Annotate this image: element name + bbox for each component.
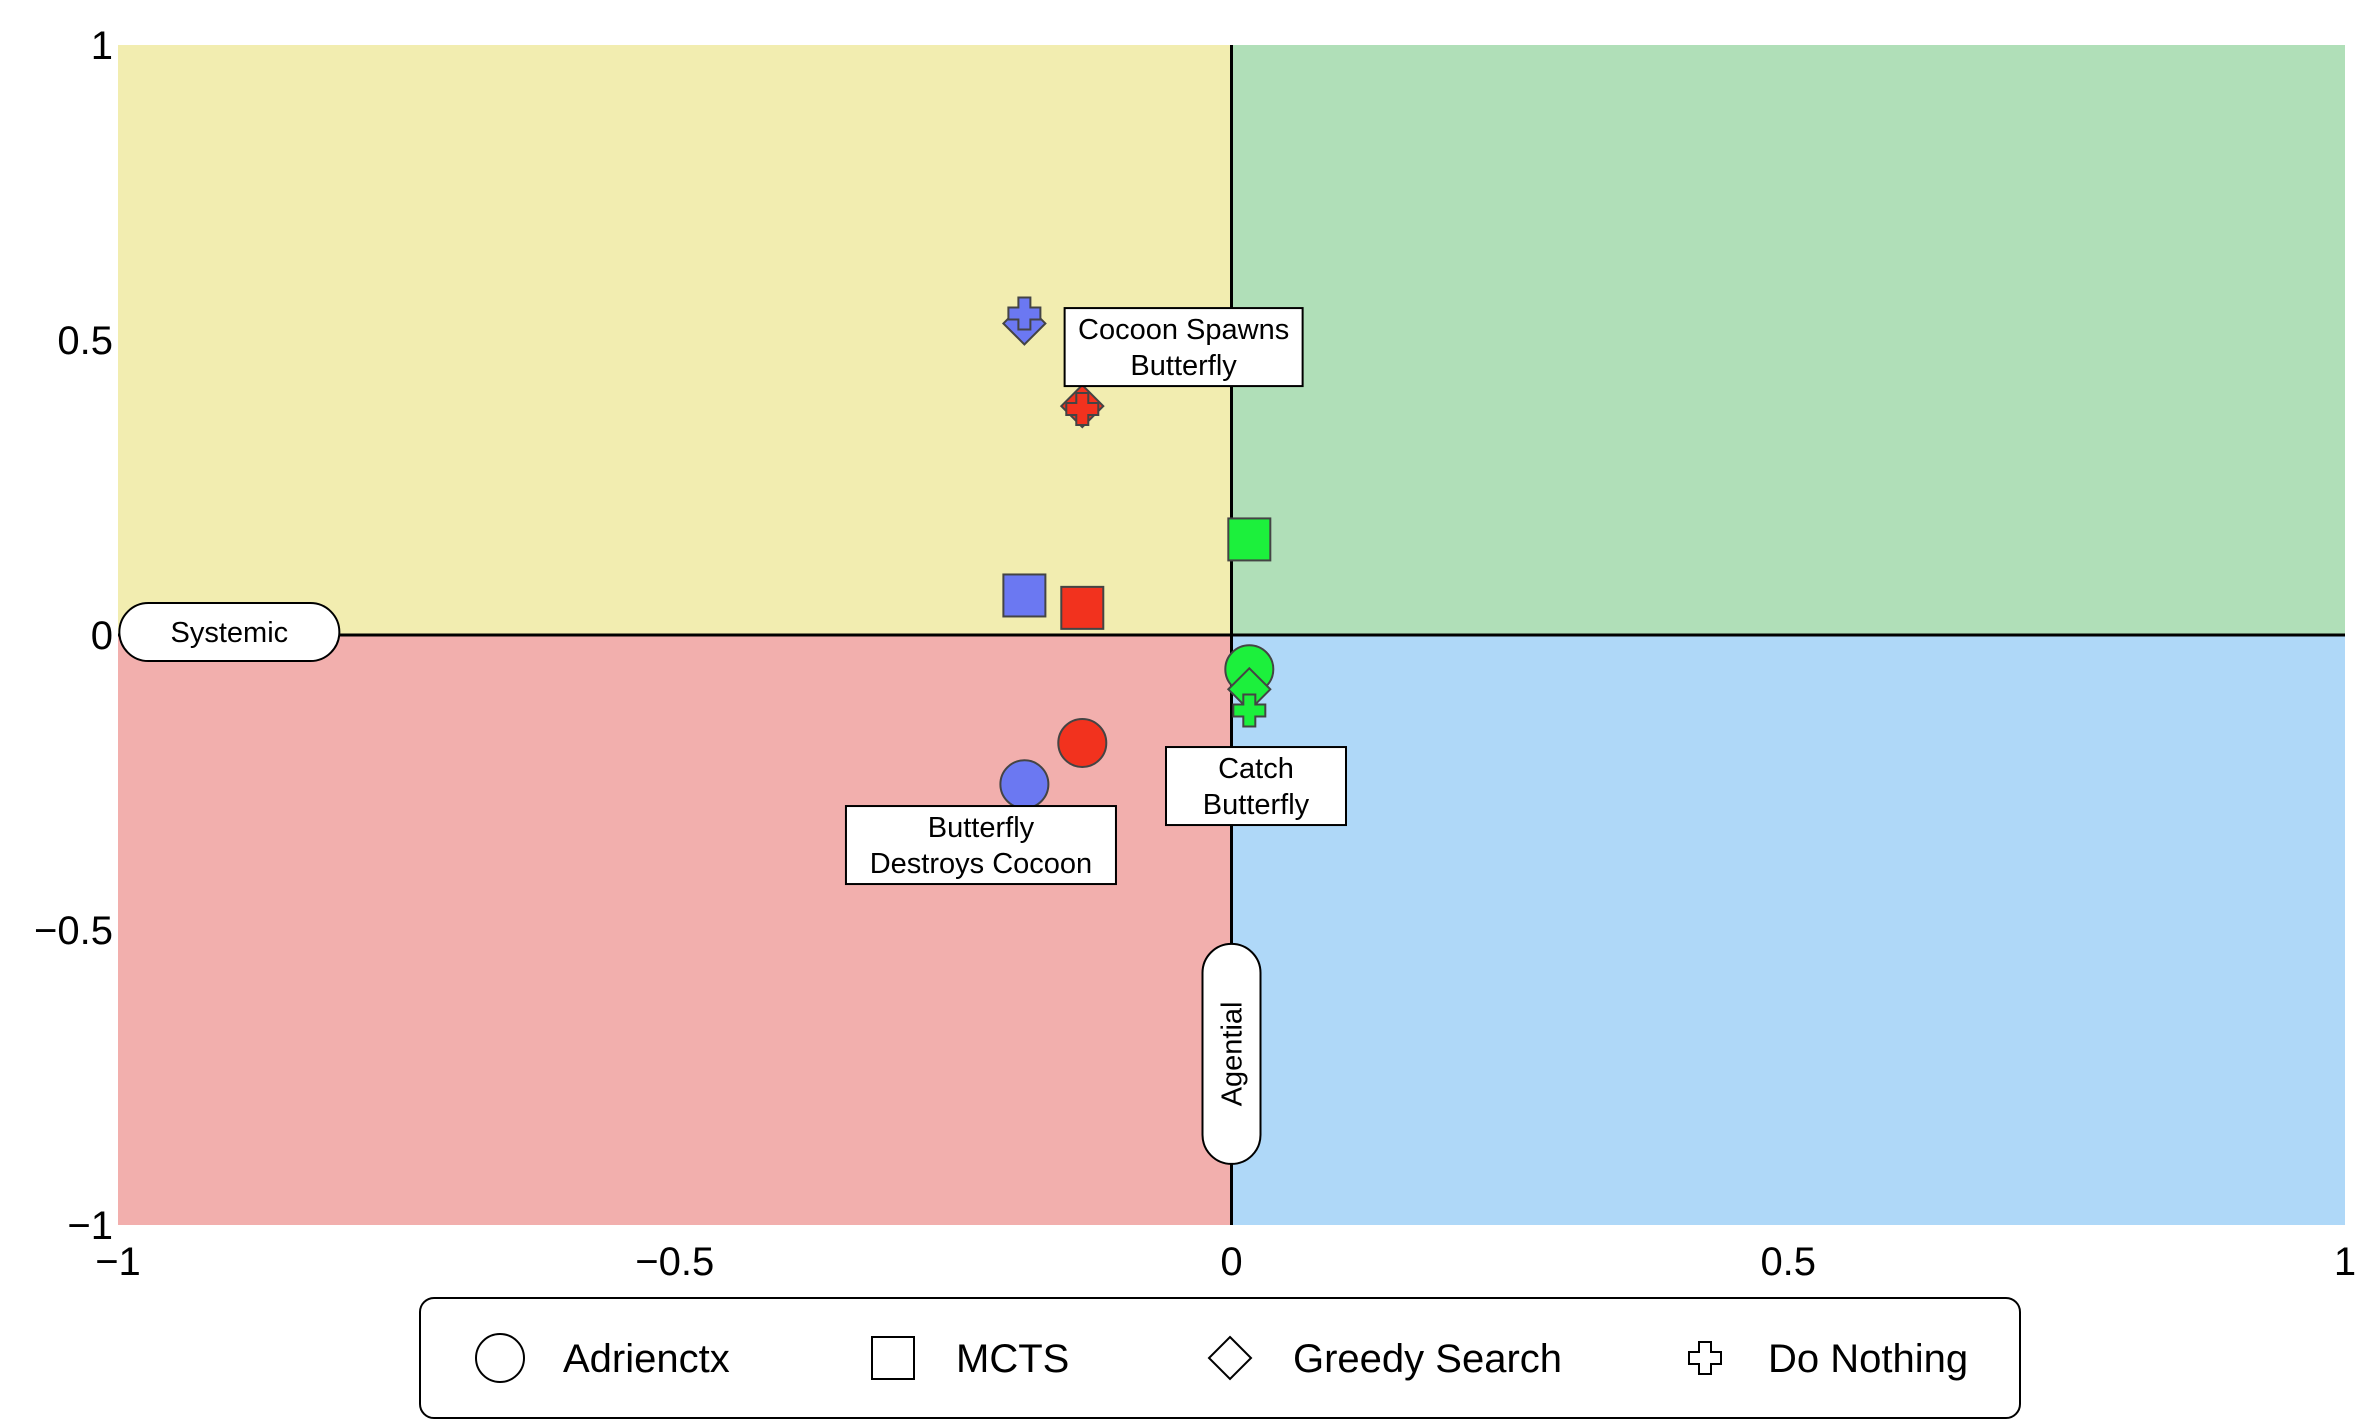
legend-square-icon [871,1336,915,1380]
agential-label: Agential [1217,1001,1249,1106]
tick-labels: −1 −0.5 0 0.5 1 1 0.5 0 −0.5 −1 [34,24,2356,1284]
annotation-frame [1164,746,1347,827]
annotation-text: Catch [1218,753,1294,785]
legend: Adrienctx MCTS Greedy Search Do Nothing [419,1297,2021,1419]
legend-plus-icon [1688,1341,1722,1375]
point-circle-red [1057,717,1108,768]
annotation-frame [1063,307,1304,388]
quadrant-bottom-right [1231,635,2345,1225]
annotation-text: Destroys Cocoon [870,848,1092,880]
agential-label-pill [1201,942,1262,1165]
annotation-text: Cocoon Spawns [1078,314,1289,346]
annotation-text: Butterfly [1130,350,1237,382]
legend-entry: Greedy Search [1207,1335,1562,1381]
legend-diamond-icon [1207,1335,1253,1381]
point-plus-blue [1007,296,1042,331]
quadrant-bottom-left [118,635,1232,1225]
legend-label: Greedy Search [1293,1337,1562,1381]
legend-label: MCTS [956,1337,1069,1381]
legend-entry: Adrienctx [475,1333,730,1383]
legend-label: Adrienctx [563,1337,730,1381]
point-square-green [1227,517,1272,562]
point-square-red [1060,585,1105,630]
y-tick-label: −1 [67,1204,113,1248]
y-tick-label: 1 [91,24,113,68]
annotation-text: Butterfly [1203,789,1310,821]
scenario-annotations: Cocoon SpawnsButterflyCatchButterflyButt… [844,307,1347,886]
data-points [999,296,1275,810]
legend-entry: MCTS [871,1336,1069,1381]
legend-label: Do Nothing [1768,1337,1968,1381]
x-tick-label: 0.5 [1760,1240,1816,1284]
point-circle-blue [999,759,1050,810]
quadrant-top-left [118,45,1232,635]
y-tick-label: 0 [91,614,113,658]
quadrant-backgrounds [118,45,2345,1225]
point-square-blue [1002,573,1047,618]
y-tick-label: 0.5 [57,319,113,363]
systemic-label-pill [118,602,341,663]
x-tick-label: −1 [95,1240,141,1284]
legend-circle-icon [475,1333,525,1383]
point-plus-red [1065,392,1100,427]
y-tick-label: −0.5 [34,909,113,953]
annotation-text: Butterfly [928,812,1035,844]
point-plus-green [1232,693,1267,728]
x-tick-label: 0 [1220,1240,1242,1284]
systemic-label: Systemic [171,617,289,649]
annotation-frame [844,805,1117,886]
legend-entry: Do Nothing [1688,1337,1968,1381]
x-tick-label: 1 [2334,1240,2356,1284]
x-tick-label: −0.5 [635,1240,714,1284]
quadrant-top-right [1231,45,2345,635]
